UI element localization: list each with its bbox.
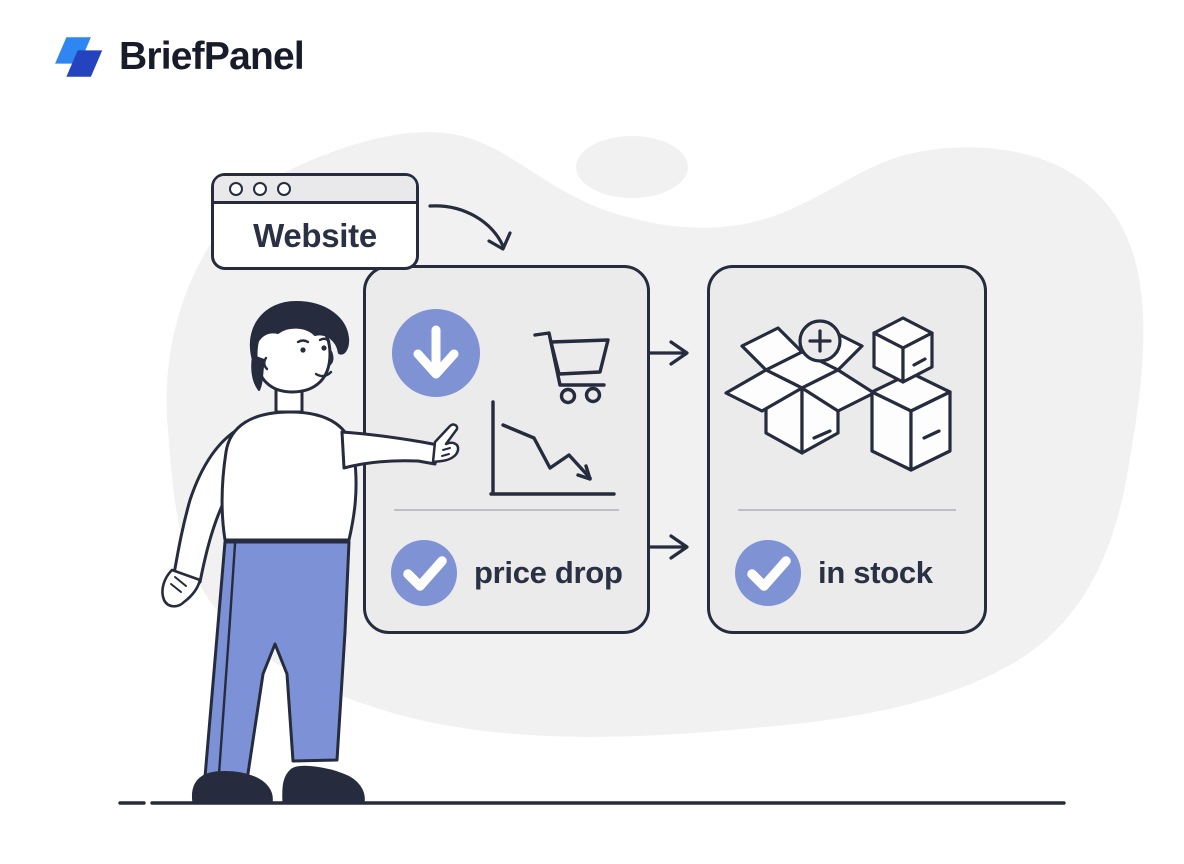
person-illustration: [161, 301, 460, 805]
window-dot-icon: [229, 181, 243, 196]
logo-mark-icon: [55, 37, 103, 77]
open-box-plus-icon: [724, 319, 876, 455]
price-decline-chart-icon: [489, 400, 616, 496]
stacked-boxes-icon: [870, 316, 952, 472]
flow-arrow-top-icon: [647, 340, 689, 366]
shopping-cart-icon: [533, 331, 610, 405]
check-circle-icon: [735, 540, 801, 606]
window-titlebar: [214, 176, 416, 204]
panel-divider: [738, 509, 956, 511]
brand-logo: BriefPanel: [40, 28, 305, 86]
price-drop-label: price drop: [474, 555, 623, 590]
window-body: Website: [214, 204, 416, 267]
in-stock-label: in stock: [818, 555, 933, 590]
flow-arrow-bottom-icon: [647, 534, 689, 560]
brand-name: BriefPanel: [119, 35, 305, 78]
curved-arrow-website-to-panel-icon: [428, 204, 512, 251]
window-title: Website: [253, 216, 377, 254]
window-dot-icon: [253, 181, 267, 196]
status-row: in stock: [735, 540, 933, 606]
stock-panel: in stock: [707, 265, 987, 634]
window-dot-icon: [277, 181, 291, 196]
browser-window: Website: [211, 173, 419, 270]
